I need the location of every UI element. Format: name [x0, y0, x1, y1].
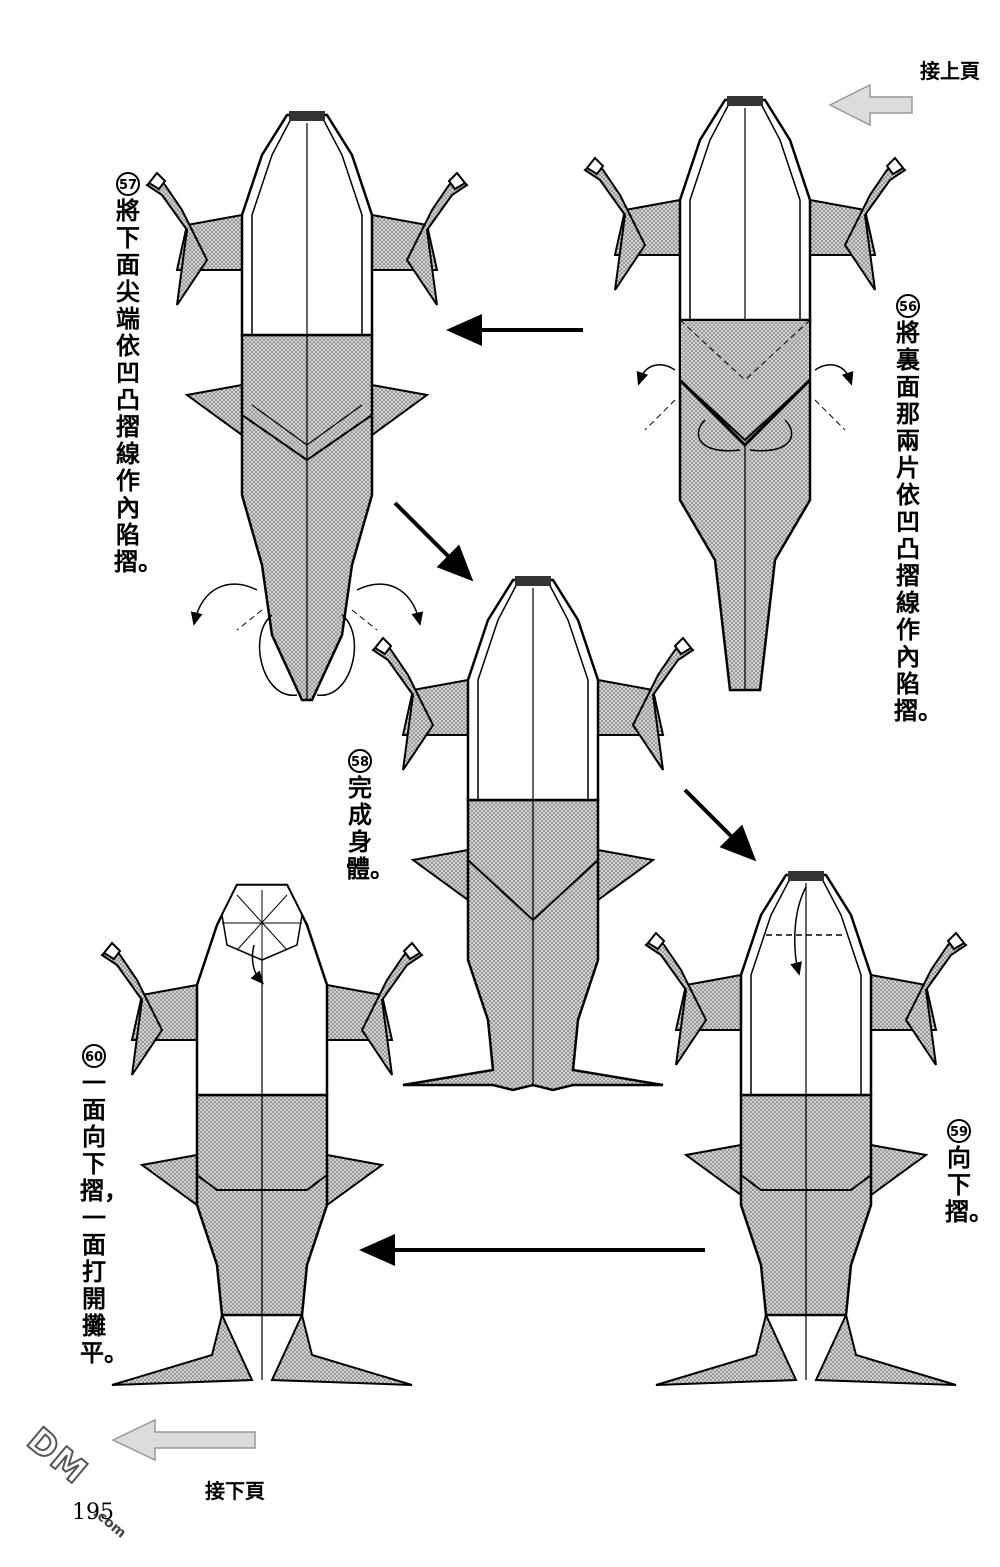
step-60-text: 一面向下摺，一面打開攤平。 — [80, 1069, 128, 1367]
step-57-number: 57 — [116, 172, 140, 196]
page-number: 195 — [72, 1500, 114, 1525]
step-59-caption: 59 向下摺。 — [945, 1115, 993, 1226]
step-56-caption: 56 將裏面那兩片依凹凸摺線作內陷摺。 — [894, 290, 942, 725]
step-56-text: 將裏面那兩片依凹凸摺線作內陷摺。 — [894, 319, 942, 725]
step-57-text: 將下面尖端依凹凸摺線作內陷摺。 — [114, 197, 162, 576]
arrow-58-to-59 — [683, 788, 757, 862]
next-page-label: 接下頁 — [205, 1479, 265, 1503]
prev-page-arrow — [828, 83, 913, 127]
step-60-number: 60 — [82, 1044, 106, 1068]
step-56-number: 56 — [896, 294, 920, 318]
step-57-caption: 57 將下面尖端依凹凸摺線作內陷摺。 — [114, 168, 162, 576]
figure-step-58 — [372, 574, 694, 1092]
figure-step-59 — [645, 869, 967, 1386]
step-59-text: 向下摺。 — [945, 1144, 993, 1226]
prev-page-label: 接上頁 — [920, 59, 980, 83]
figure-step-57 — [146, 109, 468, 702]
step-58-number: 58 — [348, 749, 372, 773]
figure-step-56 — [584, 94, 906, 692]
next-page-arrow — [111, 1418, 256, 1462]
step-58-caption: 58 完成身體。 — [346, 745, 394, 883]
figure-step-60 — [101, 883, 423, 1386]
step-58-text: 完成身體。 — [346, 774, 394, 883]
step-60-caption: 60 一面向下摺，一面打開攤平。 — [80, 1040, 128, 1367]
arrow-57-to-58 — [393, 501, 474, 582]
step-59-number: 59 — [947, 1119, 971, 1143]
